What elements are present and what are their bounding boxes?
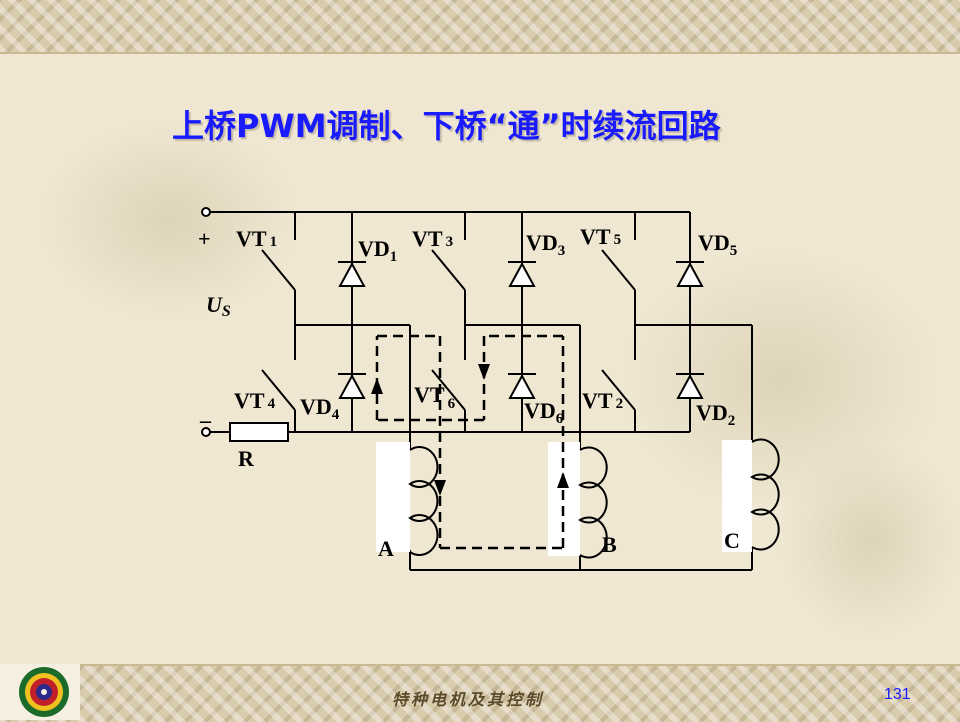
label-vd6: VD6 [524,398,564,427]
diode-vd3 [508,261,536,287]
resistor-label: R [238,446,255,471]
minus-sign: _ [199,400,212,425]
course-name-footer: 特种电机及其控制 [392,690,545,709]
bottom-decorative-border [0,664,960,722]
label-vd3: VD3 [526,230,565,259]
switch-contacts [261,249,636,411]
label-vd2: VD2 [696,400,735,429]
diode-vd1 [338,261,366,287]
winding-label-a: A [378,536,394,561]
slide-title: 上桥PWM调制、下桥“通”时续流回路 [172,107,721,145]
diode-vd6 [508,373,536,399]
positive-terminal [201,207,211,217]
background-brush-stroke [780,440,960,640]
diode-symbols [338,261,704,399]
label-vd1: VD1 [358,236,397,265]
diode-vd2 [676,373,704,399]
current-direction-arrows [371,364,569,496]
plus-sign: + [198,226,211,251]
supply-voltage-sub: S [222,303,231,320]
page-number: 131 [884,686,911,703]
diode-vd4 [338,373,366,399]
top-decorative-border [0,0,960,54]
label-vd4: VD4 [300,394,340,423]
winding-label-b: B [602,532,617,557]
circuit-wires [210,211,753,571]
winding-label-c: C [724,528,740,553]
freewheel-current-path [375,334,565,550]
negative-terminal [201,427,211,437]
winding-b [548,442,608,559]
university-logo-icon [0,664,80,720]
supply-voltage-label: US [206,292,231,320]
arrow-up-icon [371,378,383,394]
label-vd5: VD5 [698,230,737,259]
arrow-down-icon [434,480,446,496]
resistor-r [229,422,289,442]
winding-a [376,442,439,556]
arrow-up-icon [557,472,569,488]
supply-voltage-main: U [206,292,223,317]
winding-c [722,438,780,552]
background-brush-stroke [40,120,300,320]
diode-vd5 [676,261,704,287]
background-brush-stroke [620,250,940,510]
arrow-down-icon [478,364,490,380]
